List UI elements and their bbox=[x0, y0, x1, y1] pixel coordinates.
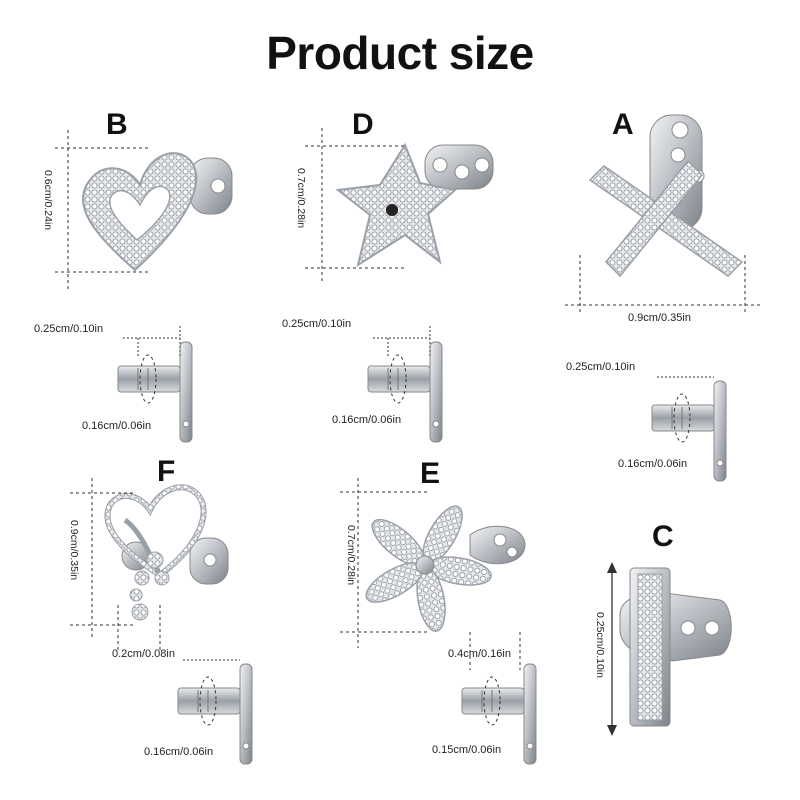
item-a-x bbox=[588, 114, 744, 278]
page-title: Product size bbox=[266, 27, 534, 79]
dim-e-bar-diameter: 0.15cm/0.06in bbox=[432, 744, 502, 756]
item-a-width-dim bbox=[565, 255, 760, 315]
dim-f-width: 0.2cm/0.08in bbox=[112, 648, 175, 660]
label-c: C bbox=[652, 520, 674, 553]
dim-f-bar-diameter: 0.16cm/0.06in bbox=[144, 746, 214, 758]
label-e: E bbox=[420, 457, 441, 490]
label-f: F bbox=[157, 455, 176, 488]
dim-a-bar-length: 0.25cm/0.10in bbox=[566, 361, 636, 373]
dim-c-height: 0.25cm/0.10in bbox=[594, 612, 606, 678]
item-e-height-dim bbox=[340, 478, 521, 670]
dim-d-height: 0.7cm/0.28in bbox=[295, 168, 307, 229]
dim-e-width: 0.4cm/0.16in bbox=[448, 648, 511, 660]
dim-d-bar-length: 0.25cm/0.10in bbox=[282, 318, 352, 330]
bar-side-d bbox=[367, 326, 443, 443]
item-f-height-dim bbox=[70, 478, 161, 650]
bar-side-b bbox=[117, 326, 193, 443]
dim-f-height: 0.9cm/0.35in bbox=[68, 520, 80, 581]
item-c-height-dim bbox=[607, 562, 617, 736]
item-e-flower bbox=[365, 505, 526, 632]
label-b: B bbox=[106, 108, 128, 141]
dim-a-width: 0.9cm/0.35in bbox=[628, 312, 691, 324]
item-b-heart bbox=[81, 152, 233, 272]
item-b-height-dim bbox=[55, 130, 150, 290]
dim-b-bar-diameter: 0.16cm/0.06in bbox=[82, 420, 152, 432]
item-c-bar bbox=[619, 567, 732, 727]
item-d-height-dim bbox=[305, 128, 405, 282]
label-d: D bbox=[352, 108, 374, 141]
dim-e-height: 0.7cm/0.28in bbox=[345, 525, 357, 586]
dim-b-bar-length: 0.25cm/0.10in bbox=[34, 323, 104, 335]
dim-b-height: 0.6cm/0.24in bbox=[42, 170, 54, 231]
dim-d-bar-diameter: 0.16cm/0.06in bbox=[332, 414, 402, 426]
bar-side-a bbox=[651, 376, 727, 482]
bar-side-f bbox=[177, 659, 253, 765]
item-f-heart-dangle bbox=[104, 484, 229, 621]
bar-side-e bbox=[461, 663, 537, 765]
dim-a-bar-diameter: 0.16cm/0.06in bbox=[618, 458, 688, 470]
item-d-star bbox=[335, 142, 494, 268]
label-a: A bbox=[612, 108, 634, 141]
